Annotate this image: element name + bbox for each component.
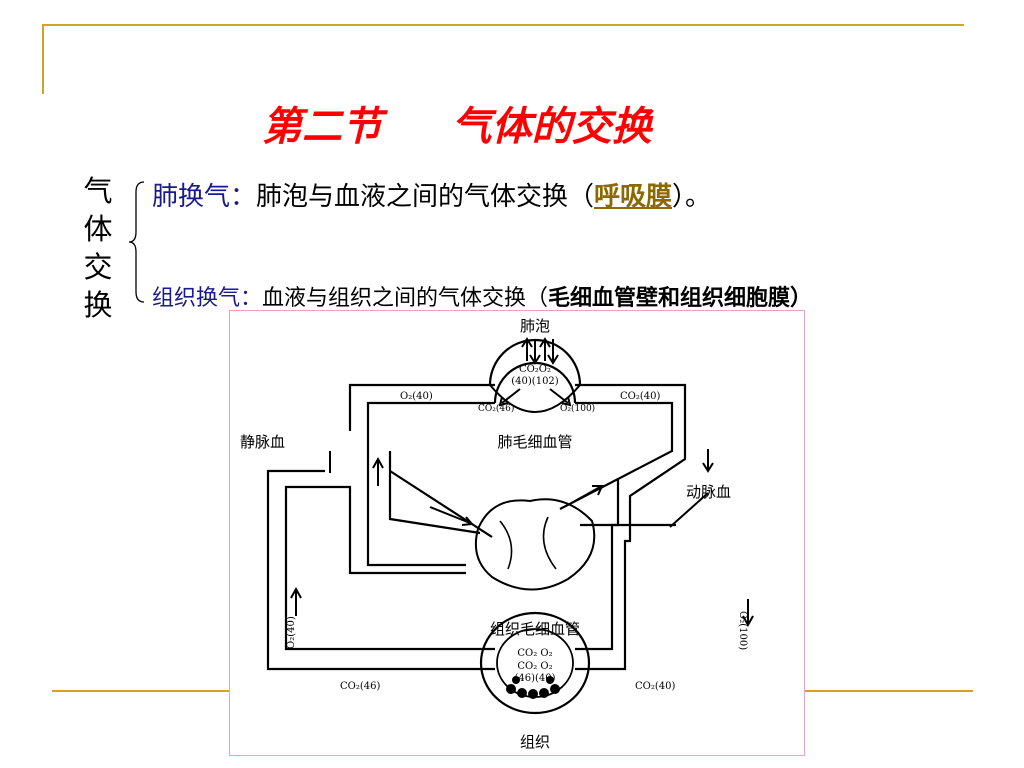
outer-vessel-loop bbox=[266, 383, 687, 671]
decor-top-line bbox=[42, 24, 964, 26]
o2-100-right-label: O₂(100) bbox=[737, 611, 748, 650]
o2-40-left-label: O₂(40) bbox=[286, 616, 297, 649]
heart-chamber-right bbox=[542, 516, 557, 570]
heart-chamber-left bbox=[499, 520, 513, 570]
alveolus-gas-values: (40)(102) bbox=[511, 376, 559, 387]
lung-exchange-line: 肺换气：肺泡与血液之间的气体交换（呼吸膜）。 bbox=[152, 176, 711, 213]
tissue-gas-values: (46)(40) bbox=[514, 673, 555, 684]
o2-100-inner-label: O₂(100) bbox=[560, 403, 595, 414]
heart-shape bbox=[474, 498, 596, 591]
tissue-bubble-outer bbox=[479, 611, 591, 715]
inner-vessel-loop bbox=[284, 401, 674, 651]
lung-exchange-text: 肺泡与血液之间的气体交换（ bbox=[256, 182, 595, 212]
respiratory-membrane-link[interactable]: 呼吸膜 bbox=[594, 182, 673, 212]
vena-to-heart bbox=[389, 470, 493, 538]
side-label-char: 换 bbox=[83, 288, 113, 322]
side-label-char: 体 bbox=[83, 212, 113, 246]
lung-capillary-label: 肺毛细血管 bbox=[497, 433, 572, 451]
lung-exchange-label: 肺换气： bbox=[152, 182, 257, 212]
co2-46-bottom-label: CO₂(46) bbox=[340, 681, 380, 692]
alveolus-gas-label: CO₂O₂ bbox=[519, 364, 551, 375]
gas-exchange-diagram: 肺泡 CO₂O₂ (40)(102) CO₂(46) O₂(100) O₂(40… bbox=[229, 310, 805, 756]
side-label-char: 交 bbox=[83, 250, 113, 284]
pulmonary-vein-to-heart bbox=[388, 451, 481, 535]
side-label-char: 气 bbox=[83, 174, 113, 208]
circulation-figure: 肺泡 CO₂O₂ (40)(102) CO₂(46) O₂(100) O₂(40… bbox=[240, 317, 754, 751]
lung-exchange-end: ）。 bbox=[672, 182, 712, 212]
decor-bottom-line-left bbox=[52, 690, 230, 692]
co2-40-bottom-label: CO₂(40) bbox=[635, 681, 675, 692]
return-line bbox=[366, 431, 466, 567]
tissue-capillary-label: 组织毛细血管 bbox=[490, 620, 580, 638]
co2-46-inner-label: CO₂(46) bbox=[478, 403, 514, 414]
decor-left-line bbox=[42, 24, 44, 94]
tissue-exchange-label: 组织换气： bbox=[152, 286, 263, 311]
tissue-cells bbox=[506, 676, 560, 699]
o2-40-top-label: O₂(40) bbox=[400, 391, 433, 402]
tissue-exchange-membrane: 毛细血管壁和组织细胞膜 bbox=[548, 286, 791, 311]
vein-label: 静脉血 bbox=[240, 433, 285, 451]
tissue-exchange-line: 组织换气：血液与组织之间的气体交换（毛细血管壁和组织细胞膜） bbox=[152, 280, 812, 312]
tissue-exchange-end: ） bbox=[790, 286, 813, 311]
tissue-gas-top-label: CO₂ O₂ bbox=[517, 648, 552, 659]
curly-brace-icon bbox=[128, 181, 145, 303]
tissue-gas-mid-label: CO₂ O₂ bbox=[517, 661, 552, 672]
slide-title: 第二节 气体的交换 bbox=[262, 104, 652, 150]
alveolus-capillary-arc bbox=[489, 384, 581, 413]
alveolus-label: 肺泡 bbox=[520, 317, 550, 335]
co2-40-top-label: CO₂(40) bbox=[620, 391, 660, 402]
flow-arrows bbox=[290, 337, 754, 628]
side-label: 气 体 交 换 bbox=[78, 172, 118, 324]
artery-label: 动脉血 bbox=[686, 483, 731, 501]
decor-bottom-line-right bbox=[803, 690, 973, 692]
tissue-label: 组织 bbox=[520, 733, 550, 751]
tissue-exchange-text: 血液与组织之间的气体交换（ bbox=[262, 286, 549, 311]
